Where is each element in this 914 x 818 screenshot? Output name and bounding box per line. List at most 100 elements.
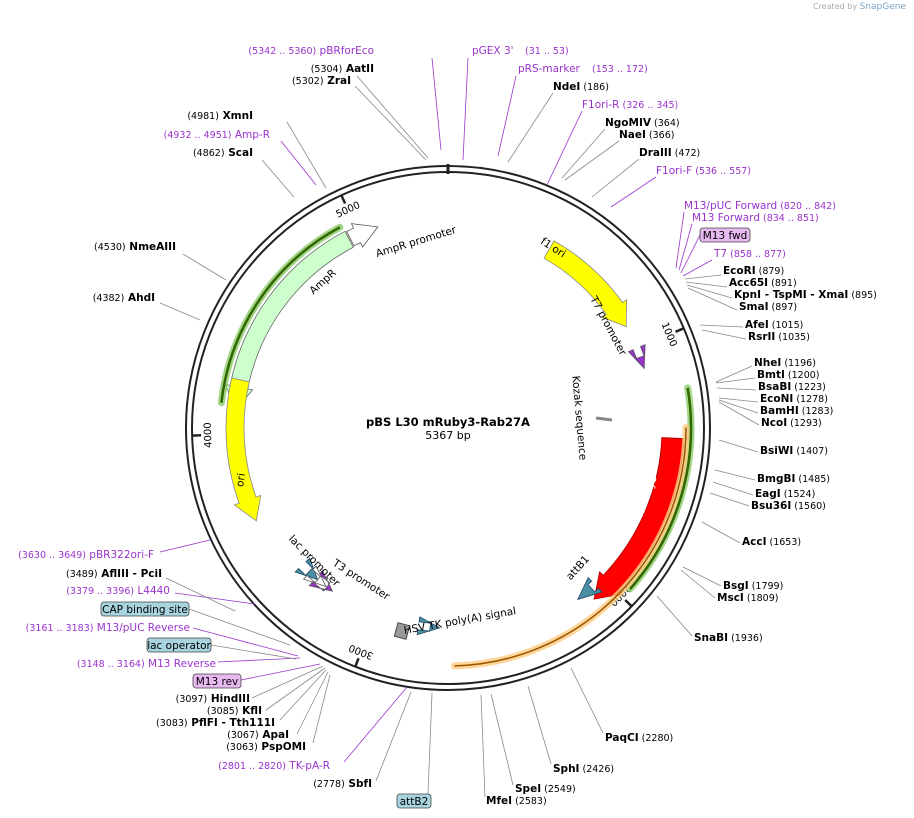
primer-pgex3-range: (31 .. 53) [525, 46, 569, 57]
tick-label: 5000 [334, 200, 362, 221]
enzyme-ecori-part: EcoRI [723, 265, 756, 277]
enzyme-ndei: NdeI (186) [553, 81, 609, 93]
enzyme-sphi-line [527, 685, 552, 765]
enzyme-pflfi-tth111i: (3083) PflFI - Tth111I [156, 717, 275, 729]
primer-f1ori-f-line [610, 176, 657, 208]
primer-pgex3: pGEX 3' [472, 45, 514, 57]
primer-f1ori-r: F1ori-R (326 .. 345) [582, 99, 678, 111]
enzyme-eagi-part: EagI [755, 488, 781, 500]
enzyme-aatii: (5304) AatII [311, 63, 374, 75]
primer-t7-part: T7 [713, 248, 727, 260]
enzyme-spei-part: (2549) [541, 784, 576, 795]
enzyme-msci-part: MscI [717, 592, 744, 604]
mruby3-orf-line [629, 387, 693, 590]
enzyme-ahdi-part: (4382) [93, 293, 125, 304]
enzyme-bsu36i: Bsu36I (1560) [751, 500, 826, 512]
enzyme-bsiwi-line [718, 439, 759, 453]
primer-f1ori-f-part: (536 .. 557) [692, 166, 751, 177]
enzyme-zrai-line [354, 85, 427, 161]
enzyme-ncoi-line [718, 401, 760, 426]
enzyme-afei-part: AfeI [745, 319, 769, 331]
enzyme-hindiii-part: HindIII [207, 693, 250, 705]
primer-m13-puc-forward-part: (820 .. 842) [777, 201, 836, 212]
enzyme-bsgi: BsgI (1799) [723, 580, 783, 592]
primer-m13-reverse-part: (3148 .. 3164) [77, 659, 145, 670]
primer-prs-marker-range: (153 .. 172) [592, 64, 648, 75]
primer-t7-part: (858 .. 877) [727, 249, 786, 260]
enzyme-bamhi: BamHI (1283) [760, 405, 833, 417]
enzyme-afei: AfeI (1015) [745, 319, 803, 331]
enzyme-spei: SpeI (2549) [515, 783, 576, 795]
enzyme-ndei-line [507, 92, 554, 163]
enzyme-hindiii: (3097) HindIII [176, 693, 250, 705]
enzyme-draiii-line [591, 158, 640, 198]
enzyme-ahdi-part: AhdI [124, 292, 155, 304]
primer-prs-marker-range-part: (153 .. 172) [592, 64, 648, 75]
enzyme-sphi: SphI (2426) [553, 763, 614, 775]
enzyme-nmeaiii-line [182, 253, 227, 281]
enzyme-bmgbi-part: (1485) [795, 474, 830, 485]
enzyme-apai: (3067) ApaI [227, 729, 289, 741]
enzyme-acc65i-part: (891) [768, 278, 797, 289]
enzyme-ngomiv-line [561, 128, 606, 179]
cap-site-arrow [294, 557, 319, 581]
enzyme-apai-part: (3067) [227, 730, 259, 741]
ori-arrow [225, 377, 262, 522]
enzyme-ngomiv-part: (364) [651, 118, 680, 129]
enzyme-sbfi-line [375, 691, 412, 782]
enzyme-msci: MscI (1809) [717, 592, 778, 604]
enzyme-scai-part: (4862) [193, 148, 225, 159]
primer-m13-forward: M13 Forward (834 .. 851) [692, 212, 819, 224]
enzyme-zrai-part: (5302) [292, 76, 324, 87]
enzyme-kpni-tspmi-xmai-part: - [761, 289, 773, 301]
enzyme-pspomi-part: PspOMI [258, 741, 306, 753]
enzyme-pflfi-tth111i-part: (3083) [156, 718, 188, 729]
primer-pbrforeco-part: pBRforEco [316, 45, 374, 57]
enzyme-bsu36i-line [709, 492, 750, 507]
enzyme-smai-part: (897) [769, 302, 798, 313]
primer-tk-pa-r: (2801 .. 2820) TK-pA-R [218, 760, 330, 772]
primer-m13-forward-line [678, 223, 693, 271]
ampr-promoter-arrow [346, 223, 379, 248]
enzyme-bmgbi-part: BmgBI [757, 473, 795, 485]
primer-m13-puc-forward-part: M13/pUC Forward [684, 200, 777, 212]
enzyme-draiii: DraIII (472) [639, 147, 700, 159]
enzyme-smai-part: SmaI [739, 301, 769, 313]
primer-pbr322ori-f-part: (3630 .. 3649) [18, 550, 86, 561]
enzyme-ngomiv-part: NgoMIV [605, 117, 652, 129]
boxed-lac-operator: lac operator [147, 640, 211, 652]
enzyme-snabi-line [656, 595, 693, 637]
enzyme-spei-line [490, 693, 514, 786]
enzyme-econi: EcoNI (1278) [760, 393, 828, 405]
enzyme-naei-part: (366) [646, 130, 675, 141]
enzyme-acc65i-line [685, 281, 728, 288]
enzyme-rsrii-part: (1035) [775, 332, 810, 343]
enzyme-paqci-part: (2280) [639, 733, 674, 744]
enzyme-paqci-line [570, 667, 604, 734]
enzyme-bmti: BmtI (1200) [757, 369, 819, 381]
enzyme-afei-line [699, 324, 744, 328]
enzyme-econi-part: (1278) [793, 394, 828, 405]
enzyme-snabi-part: SnaBI [694, 632, 728, 644]
enzyme-hindiii-line [251, 665, 324, 699]
enzyme-mfei-part: MfeI [486, 795, 512, 807]
tick-label: 3000 [347, 642, 375, 661]
primer-m13-puc-reverse-part: M13/pUC Reverse [93, 622, 190, 634]
enzyme-bamhi-line [718, 399, 759, 414]
enzyme-rsrii-part: RsrII [748, 331, 775, 343]
primer-l4440-part: L4440 [134, 585, 170, 597]
primer-prs-marker-line [497, 75, 517, 157]
primer-m13-puc-reverse: (3161 .. 3183) M13/pUC Reverse [26, 622, 190, 634]
primer-f1ori-f-part: F1ori-F [656, 165, 692, 177]
primer-pgex3-range-part: (31 .. 53) [525, 46, 569, 57]
primer-pbr322ori-f-line [159, 539, 211, 553]
primer-amp-r-part: (4932 .. 4951) [164, 130, 232, 141]
enzyme-snabi-part: (1936) [728, 633, 763, 644]
boxed-lac-operator-line [210, 644, 297, 660]
tick-mark [675, 327, 685, 333]
enzyme-afliii-pcii-part: (3489) [66, 569, 98, 580]
primer-l4440-line [174, 592, 256, 605]
enzyme-rsrii: RsrII (1035) [748, 331, 810, 343]
enzyme-bsabi: BsaBI (1223) [758, 381, 826, 393]
primer-pbr322ori-f-part: pBR322ori-F [86, 549, 154, 561]
